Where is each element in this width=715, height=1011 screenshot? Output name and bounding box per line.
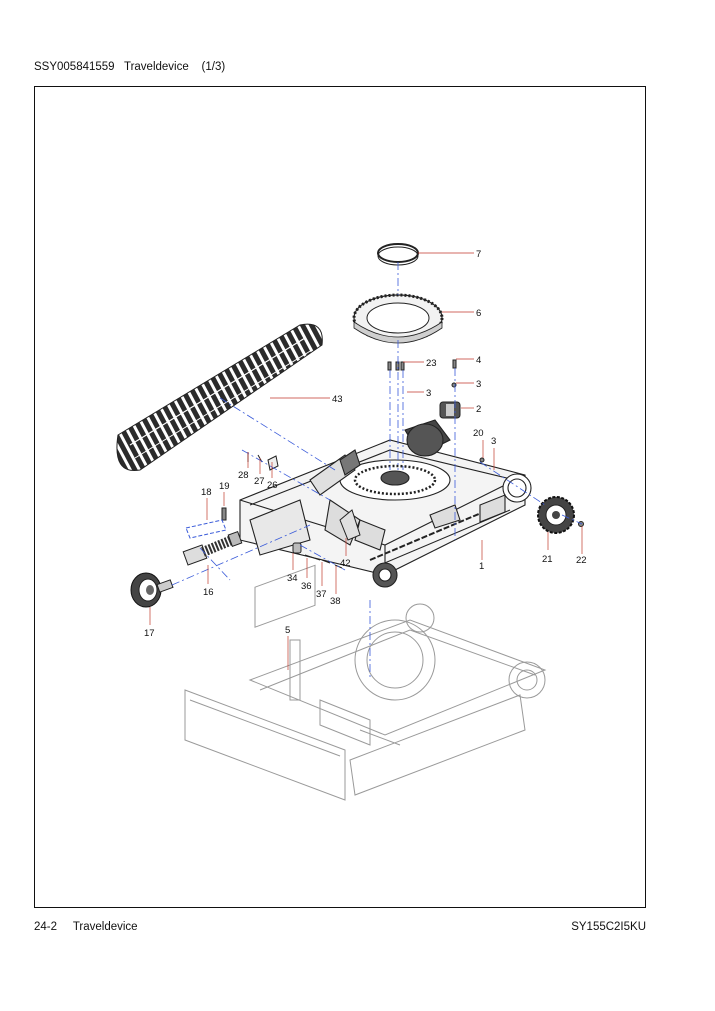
callout-18: 18 <box>201 487 212 498</box>
callout-6: 6 <box>476 308 481 319</box>
doc-title: Traveldevice <box>123 61 189 73</box>
callout-3-upper: 3 <box>476 379 481 390</box>
callout-34: 34 <box>287 573 298 584</box>
callout-17: 17 <box>144 628 155 639</box>
footer-section: Traveldevice <box>72 921 138 933</box>
callout-leaders <box>149 252 583 670</box>
callout-16: 16 <box>203 587 214 598</box>
callout-28: 28 <box>238 470 249 481</box>
callout-21: 21 <box>542 554 553 565</box>
callout-4: 4 <box>476 355 481 366</box>
callout-42: 42 <box>340 558 351 569</box>
page-number: 24-2 <box>34 921 58 933</box>
callout-22: 22 <box>576 555 587 566</box>
idler-wheel <box>130 572 174 608</box>
callout-23: 23 <box>426 358 437 369</box>
callout-36: 36 <box>301 581 312 592</box>
callout-7: 7 <box>476 249 481 260</box>
travel-motor <box>439 401 461 419</box>
callout-2: 2 <box>476 404 481 415</box>
callout-3-middle: 3 <box>426 388 431 399</box>
callout-20: 20 <box>473 428 484 439</box>
swing-bearing <box>352 293 444 344</box>
recoil-spring <box>182 531 243 566</box>
drawing-frame <box>34 86 646 908</box>
assembly-axes <box>171 262 583 680</box>
callout-26: 26 <box>267 480 278 491</box>
track-frame <box>239 419 532 588</box>
small-hardware <box>185 359 584 569</box>
callout-3-right: 3 <box>491 436 496 447</box>
track-chain <box>116 323 323 472</box>
page-fraction: (1/3) <box>201 61 226 73</box>
reference-undercarriage-ghost <box>184 564 547 801</box>
footer-model: SY155C2I5KU <box>571 921 646 933</box>
callout-37: 37 <box>316 589 327 600</box>
callout-43: 43 <box>332 394 343 405</box>
seal-ring <box>377 243 419 266</box>
callout-5: 5 <box>285 625 290 636</box>
callout-1: 1 <box>479 561 484 572</box>
callout-27: 27 <box>254 476 265 487</box>
callout-19: 19 <box>219 481 230 492</box>
callout-38: 38 <box>330 596 341 607</box>
page-header: SSY005841559 Traveldevice (1/3) <box>34 61 225 73</box>
callout-labels: 7 6 23 4 3 3 2 43 20 3 28 27 26 18 19 16… <box>144 249 587 639</box>
sprocket <box>537 496 575 534</box>
page-footer-left: 24-2 Traveldevice <box>34 921 138 933</box>
doc-code: SSY005841559 <box>34 61 115 73</box>
